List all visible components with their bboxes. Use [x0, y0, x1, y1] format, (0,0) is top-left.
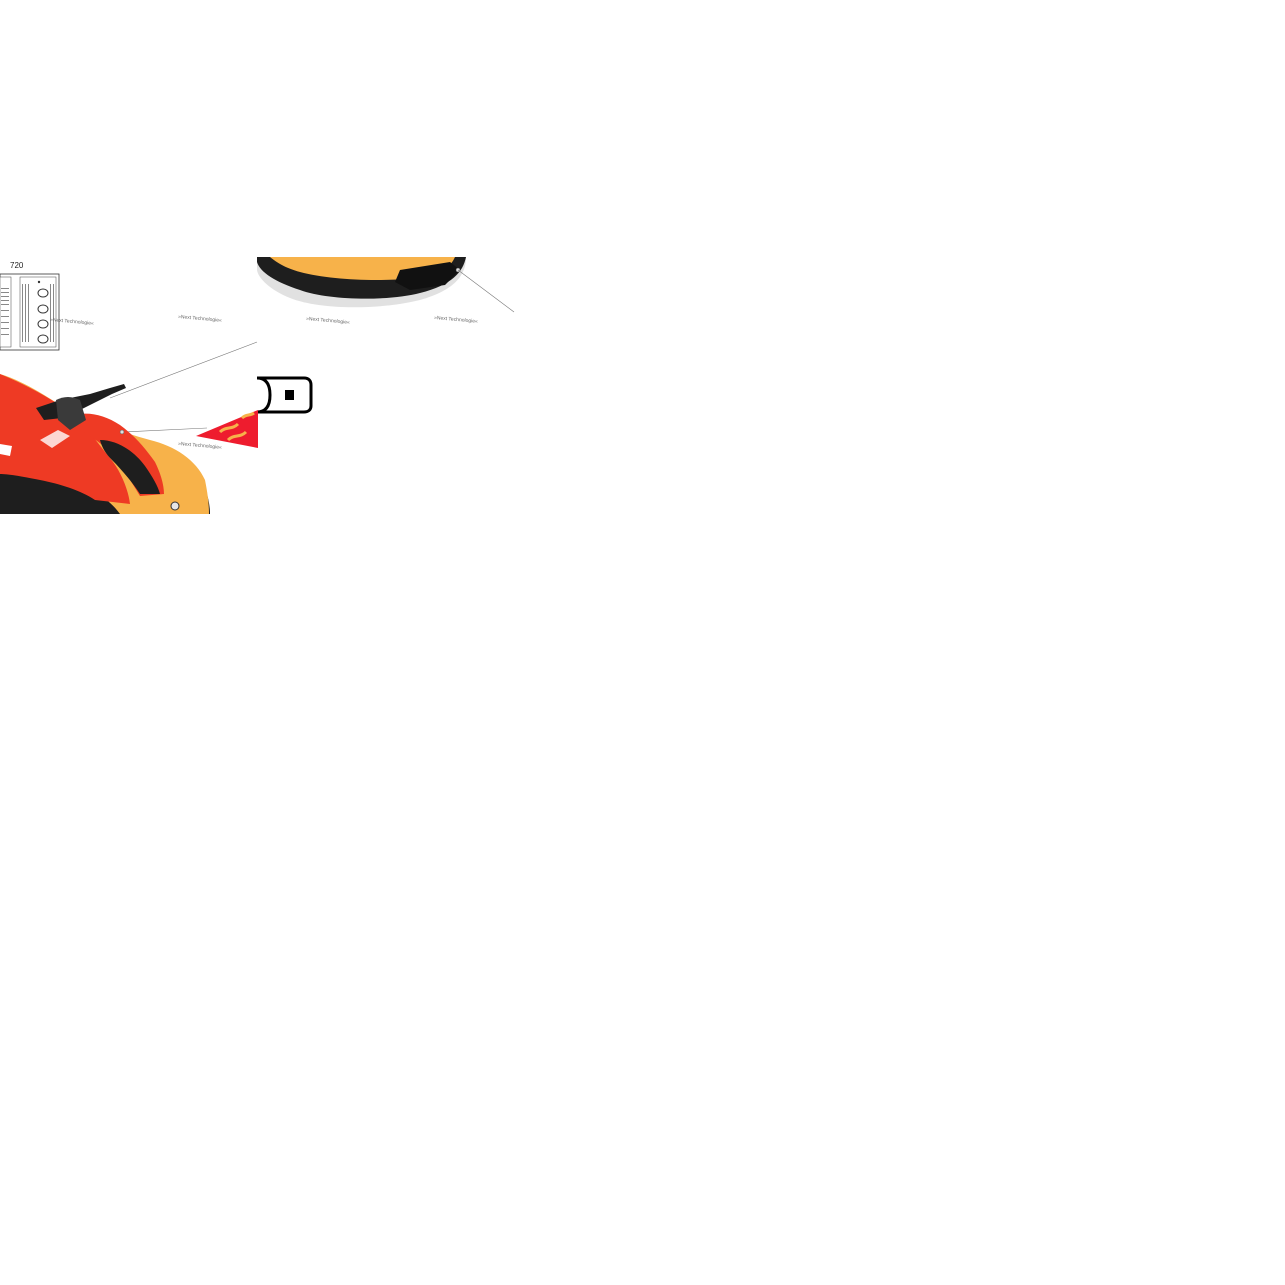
watermark: »Next Technologie« [178, 314, 222, 324]
watermark: »Next Technologie« [434, 315, 478, 325]
logo-decal-icon [196, 410, 258, 448]
watermark: »Next Technologie« [178, 441, 222, 451]
watercraft-illustration [0, 374, 210, 514]
reference-number: 720 [10, 261, 24, 270]
watermark: »Next Technologie« [306, 316, 350, 326]
watermark: »Next Technologie« [50, 317, 94, 327]
key-button-icon [256, 376, 313, 414]
warning-decal-icon [0, 273, 60, 351]
leader-lines [109, 269, 515, 433]
hull-closeup [257, 257, 466, 308]
